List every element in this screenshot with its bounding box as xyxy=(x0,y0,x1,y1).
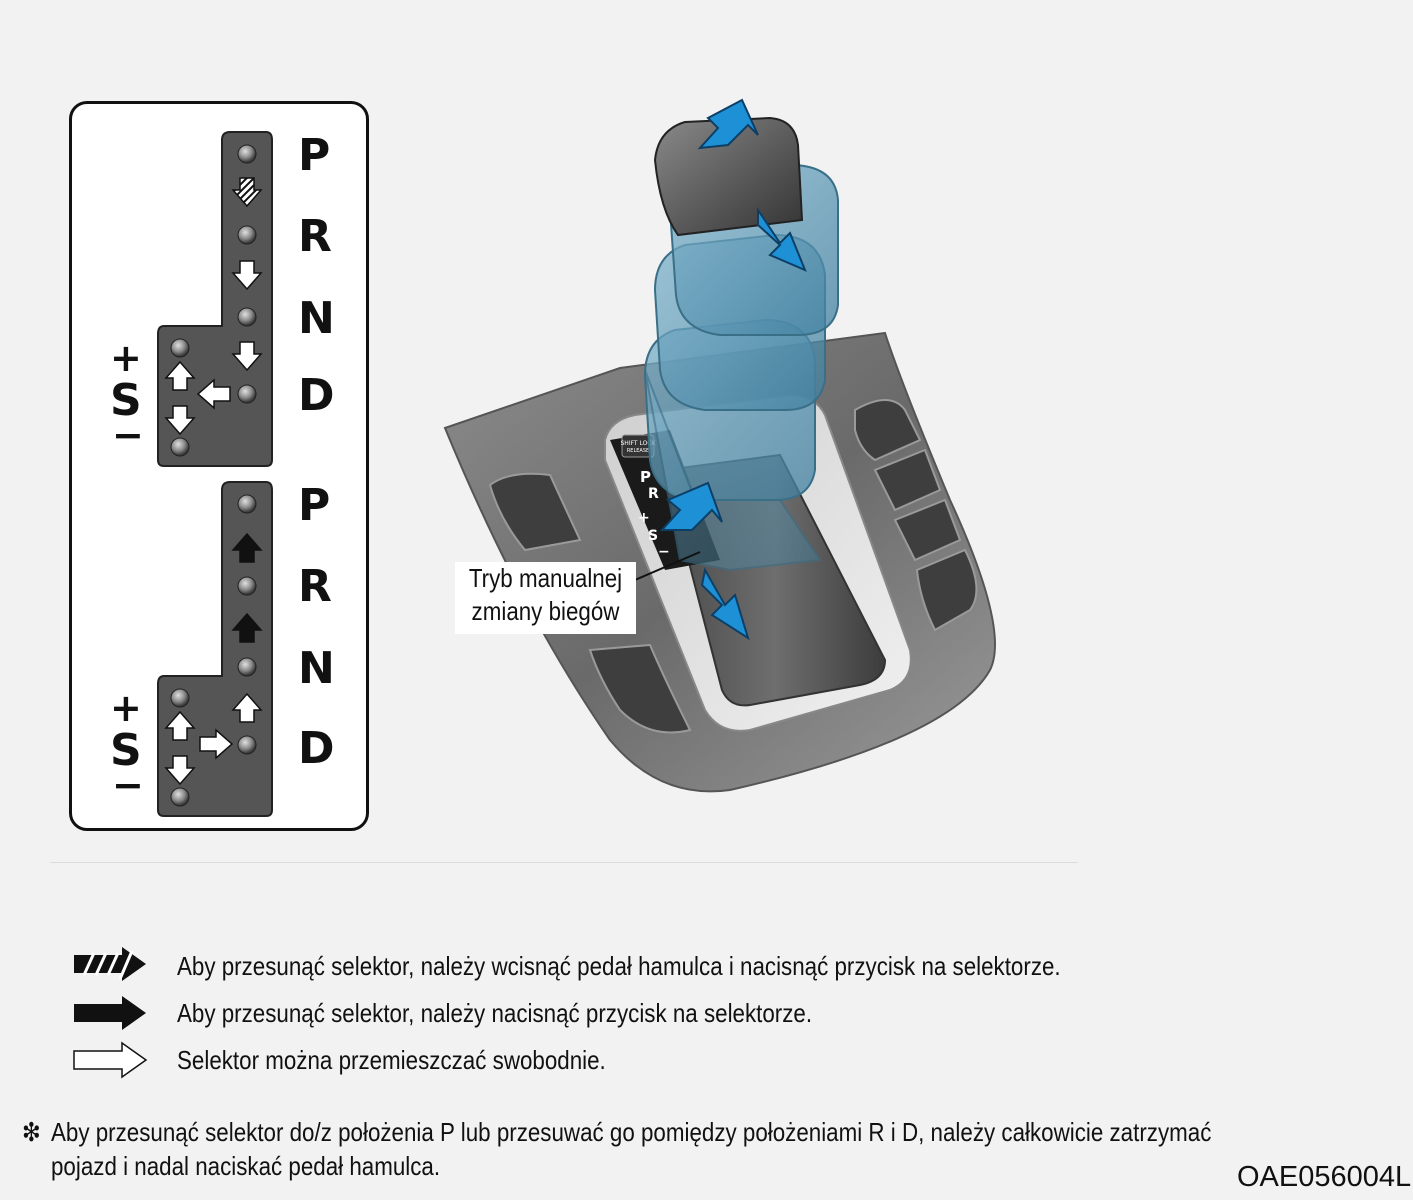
console-gear-plus: + xyxy=(638,510,650,526)
lower-minus-sign: − xyxy=(112,763,144,807)
lower-plus-sign: + xyxy=(110,686,142,730)
lower-gear-n: N xyxy=(298,643,335,694)
lower-gear-r: R xyxy=(298,561,332,612)
console-gear-p: P xyxy=(640,468,651,486)
figure-code: OAE056004L xyxy=(1237,1161,1412,1193)
arrow-up-top-icon xyxy=(697,98,759,150)
outline-arrow-icon xyxy=(73,1041,148,1079)
left-console-buttons xyxy=(488,472,692,734)
console-gear-s: S xyxy=(648,528,658,544)
note-line-1: Aby przesunąć selektor do/z położenia P … xyxy=(51,1117,1212,1147)
right-console-buttons xyxy=(854,399,978,632)
legend-text-brake-button: Aby przesunąć selektor, należy wcisnąć p… xyxy=(177,951,1061,981)
manual-mode-callout: Tryb manualnej zmiany biegów xyxy=(455,562,636,634)
upper-gate-dots xyxy=(170,144,257,457)
callout-line-2: zmiany biegów xyxy=(471,596,620,626)
note-line-2: pojazd i nadal naciskać pedał hamulca. xyxy=(51,1151,441,1181)
arrow-down-upper-icon xyxy=(757,206,807,272)
upper-gear-d: D xyxy=(298,370,335,421)
lower-gate-arrows xyxy=(164,532,263,786)
console-gear-r: R xyxy=(648,486,659,502)
section-divider xyxy=(50,862,1078,863)
motion-arrows xyxy=(659,98,807,641)
upper-gate-arrows xyxy=(164,177,263,436)
lower-sport-label: S xyxy=(110,725,142,776)
lower-gate-dots xyxy=(170,494,257,807)
legend-text-free: Selektor można przemieszczać swobodnie. xyxy=(177,1045,606,1075)
upper-gear-p: P xyxy=(298,130,331,181)
callout-leader-line xyxy=(634,551,701,581)
note-symbol: ❇ xyxy=(22,1117,41,1147)
lower-gear-d: D xyxy=(298,723,335,774)
console-gear-minus: − xyxy=(658,544,670,560)
shift-lock-text-2: RELEASE xyxy=(627,448,649,454)
gate-panel: P R N D + S − P R N D + S − xyxy=(69,101,369,831)
gate-diagrams xyxy=(157,131,273,817)
shifter-illustration: SHIFT LOCK RELEASE P R + S − xyxy=(443,98,996,793)
legend-text-button: Aby przesunąć selektor, należy nacisnąć … xyxy=(177,998,813,1028)
callout-line-1: Tryb manualnej xyxy=(468,563,623,593)
lower-gear-p: P xyxy=(298,480,331,531)
arrow-down-lower-icon xyxy=(700,567,750,641)
upper-sport-label: S xyxy=(110,375,142,426)
hatched-arrow-icon xyxy=(74,947,146,981)
upper-gear-r: R xyxy=(298,211,332,262)
upper-gear-n: N xyxy=(298,293,335,344)
arrow-up-lower-icon xyxy=(659,481,723,531)
upper-minus-sign: − xyxy=(112,413,144,457)
shift-lock-text-1: SHIFT LOCK xyxy=(621,440,657,447)
upper-plus-sign: + xyxy=(110,336,142,380)
shifter-knob xyxy=(653,116,804,237)
console-gear-labels: P R + S − xyxy=(638,468,670,560)
solid-arrow-icon xyxy=(74,996,146,1030)
